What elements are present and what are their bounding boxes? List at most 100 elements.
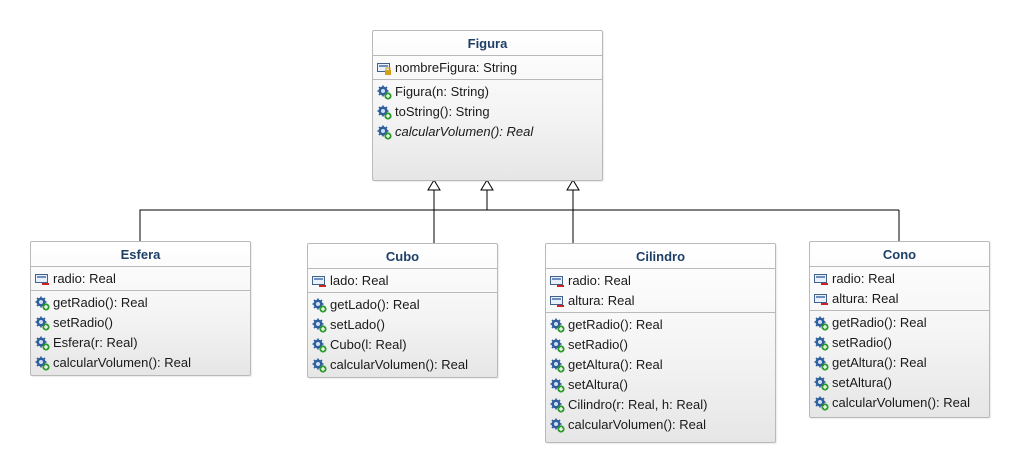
attribute-row[interactable]: altura: Real	[810, 289, 989, 309]
operation-row[interactable]: Cubo(l: Real)	[308, 335, 497, 355]
operation-icon	[377, 85, 395, 100]
class-name: Cono	[810, 242, 989, 267]
attributes-compartment: lado: Real	[308, 269, 497, 293]
class-cono[interactable]: Cono radio: Real altura: Real getRadio(): R…	[809, 241, 990, 418]
operation-row[interactable]: calcularVolumen(): Real	[810, 393, 989, 413]
operation-icon	[814, 356, 832, 371]
operation-row[interactable]: getRadio(): Real	[31, 293, 250, 313]
operation-icon	[814, 396, 832, 411]
operation-icon	[35, 356, 53, 371]
operation-row[interactable]: setRadio()	[31, 313, 250, 333]
operation-row[interactable]: calcularVolumen(): Real	[308, 355, 497, 375]
operation-row[interactable]: getAltura(): Real	[546, 355, 775, 375]
operation-icon	[312, 298, 330, 313]
attribute-row[interactable]: altura: Real	[546, 291, 775, 311]
class-name: Cilindro	[546, 244, 775, 269]
class-name: Cubo	[308, 244, 497, 269]
generalization-esfera-line	[139, 190, 435, 242]
operation-icon	[377, 105, 395, 120]
operation-text: Cubo(l: Real)	[330, 337, 407, 352]
operation-row[interactable]: toString(): String	[373, 102, 602, 122]
operations-compartment: Figura(n: String) toString(): String calcu…	[373, 80, 602, 144]
operation-text: calcularVolumen(): Real	[568, 417, 707, 432]
operation-text: getRadio(): Real	[568, 317, 663, 332]
operation-icon	[35, 316, 53, 331]
operation-row[interactable]: getRadio(): Real	[810, 313, 989, 333]
operation-row[interactable]: setRadio()	[546, 335, 775, 355]
operation-row[interactable]: calcularVolumen(): Real	[31, 353, 250, 373]
operation-icon	[550, 398, 568, 413]
operation-icon	[35, 336, 53, 351]
operation-text: setAltura()	[832, 375, 892, 390]
generalization-arrowhead-3	[566, 179, 580, 191]
operation-text: toString(): String	[395, 104, 490, 119]
operation-text: getRadio(): Real	[832, 315, 927, 330]
attributes-compartment: nombreFigura: String	[373, 56, 602, 80]
operation-row[interactable]: Figura(n: String)	[373, 82, 602, 102]
operations-compartment: getRadio(): Real setRadio() Esfera(r: Real…	[31, 291, 250, 375]
attribute-text: nombreFigura: String	[395, 60, 518, 75]
operation-text: setRadio()	[53, 315, 113, 330]
operation-row[interactable]: calcularVolumen(): Real	[546, 415, 775, 435]
operation-icon	[814, 316, 832, 331]
operation-text: Esfera(r: Real)	[53, 335, 138, 350]
operation-row[interactable]: setAltura()	[810, 373, 989, 393]
operation-row[interactable]: getRadio(): Real	[546, 315, 775, 335]
operation-text: setAltura()	[568, 377, 628, 392]
operation-icon	[814, 376, 832, 391]
attribute-text: altura: Real	[832, 291, 899, 306]
class-cilindro[interactable]: Cilindro radio: Real altura: Real getRadio(…	[545, 243, 776, 443]
operation-icon	[377, 125, 395, 140]
attribute-text: radio: Real	[568, 273, 631, 288]
operations-compartment: getLado(): Real setLado() Cubo(l: Real) cal…	[308, 293, 497, 377]
attribute-row[interactable]: radio: Real	[31, 269, 250, 289]
operation-text: calcularVolumen(): Real	[330, 357, 469, 372]
operation-text: calcularVolumen(): Real	[395, 124, 534, 139]
class-name: Esfera	[31, 242, 250, 267]
attribute-text: altura: Real	[568, 293, 635, 308]
operation-text: getLado(): Real	[330, 297, 420, 312]
operation-row[interactable]: getAltura(): Real	[810, 353, 989, 373]
attribute-row[interactable]: radio: Real	[546, 271, 775, 291]
attribute-icon	[35, 272, 53, 287]
operation-icon	[550, 338, 568, 353]
operation-icon	[550, 378, 568, 393]
generalization-arrowhead-2	[480, 179, 494, 191]
operation-icon	[312, 358, 330, 373]
operation-row[interactable]: calcularVolumen(): Real	[373, 122, 602, 142]
operation-text: getAltura(): Real	[568, 357, 663, 372]
operation-text: setRadio()	[568, 337, 628, 352]
attribute-row[interactable]: nombreFigura: String	[373, 58, 602, 78]
operation-text: Cilindro(r: Real, h: Real)	[568, 397, 708, 412]
attribute-row[interactable]: radio: Real	[810, 269, 989, 289]
operation-text: getRadio(): Real	[53, 295, 148, 310]
attributes-compartment: radio: Real altura: Real	[546, 269, 775, 313]
operation-row[interactable]: setLado()	[308, 315, 497, 335]
attribute-icon	[814, 272, 832, 287]
operation-text: setLado()	[330, 317, 385, 332]
attribute-text: radio: Real	[832, 271, 895, 286]
operations-compartment: getRadio(): Real setRadio()getAltura(): R…	[810, 311, 989, 415]
operation-icon	[312, 318, 330, 333]
operation-text: Figura(n: String)	[395, 84, 489, 99]
operation-icon	[550, 318, 568, 333]
operation-row[interactable]: setAltura()	[546, 375, 775, 395]
attribute-row[interactable]: lado: Real	[308, 271, 497, 291]
operation-text: calcularVolumen(): Real	[53, 355, 192, 370]
attributes-compartment: radio: Real	[31, 267, 250, 291]
attribute-icon	[312, 274, 330, 289]
operation-icon	[814, 336, 832, 351]
operation-row[interactable]: Cilindro(r: Real, h: Real)	[546, 395, 775, 415]
operation-icon	[312, 338, 330, 353]
operation-row[interactable]: setRadio()	[810, 333, 989, 353]
class-name: Figura	[373, 31, 602, 56]
operation-row[interactable]: getLado(): Real	[308, 295, 497, 315]
attributes-compartment: radio: Real altura: Real	[810, 267, 989, 311]
operations-compartment: getRadio(): Real setRadio() getAltura(): R…	[546, 313, 775, 437]
operation-text: calcularVolumen(): Real	[832, 395, 971, 410]
operation-row[interactable]: Esfera(r: Real)	[31, 333, 250, 353]
